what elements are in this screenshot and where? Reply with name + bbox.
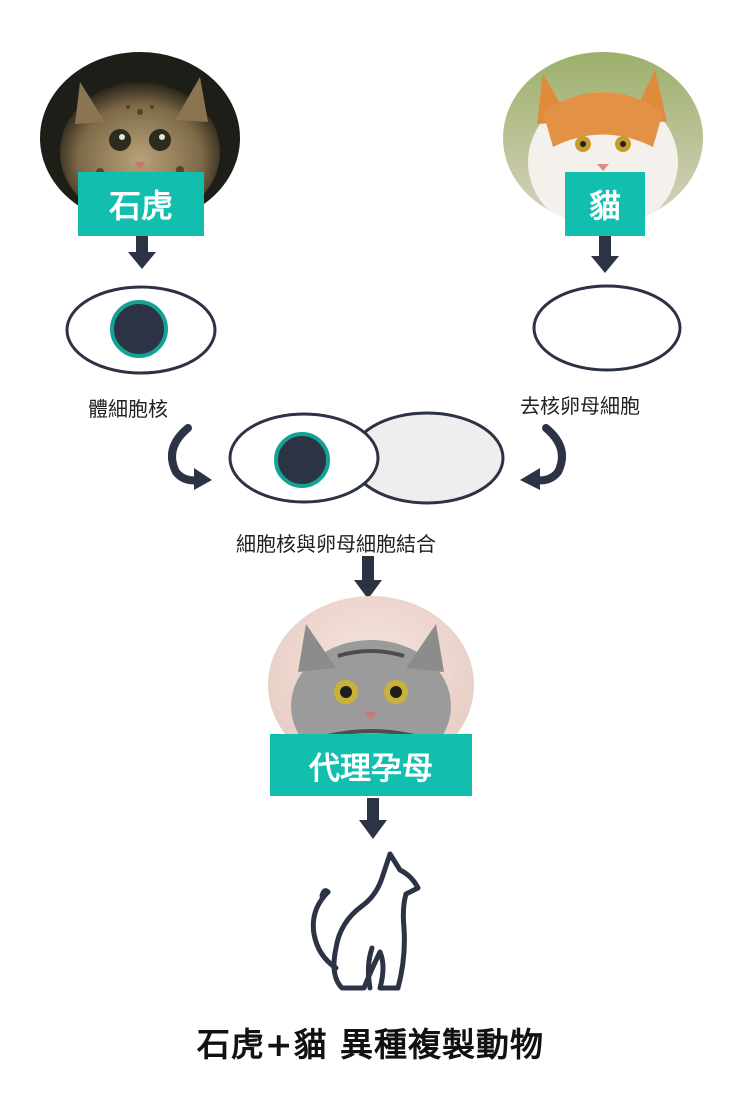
result-title: 石虎+貓 異種複製動物 bbox=[196, 1025, 545, 1064]
enucleated-egg-label: 去核卵母細胞 bbox=[520, 394, 640, 418]
enucleated-egg-cell bbox=[532, 284, 682, 372]
surrogate-label: 代理孕母 bbox=[270, 734, 472, 796]
cell-fusion bbox=[228, 411, 505, 505]
curved-arrow-icon bbox=[168, 424, 212, 490]
somatic-nucleus-label: 體細胞核 bbox=[88, 397, 168, 421]
curved-arrow-icon bbox=[520, 424, 566, 490]
nucleus-icon bbox=[110, 300, 168, 358]
somatic-cell bbox=[65, 285, 217, 375]
leopard-cat-label: 石虎 bbox=[78, 172, 204, 236]
domestic-cat-label: 貓 bbox=[565, 172, 645, 236]
arrow-down-icon bbox=[128, 236, 156, 269]
arrow-down-icon bbox=[354, 556, 382, 599]
arrow-down-icon bbox=[591, 236, 619, 273]
fusion-label: 細胞核與卵母細胞結合 bbox=[236, 532, 436, 556]
nucleus-icon bbox=[274, 432, 330, 488]
arrow-down-icon bbox=[359, 798, 387, 839]
cat-silhouette-icon bbox=[310, 851, 421, 991]
